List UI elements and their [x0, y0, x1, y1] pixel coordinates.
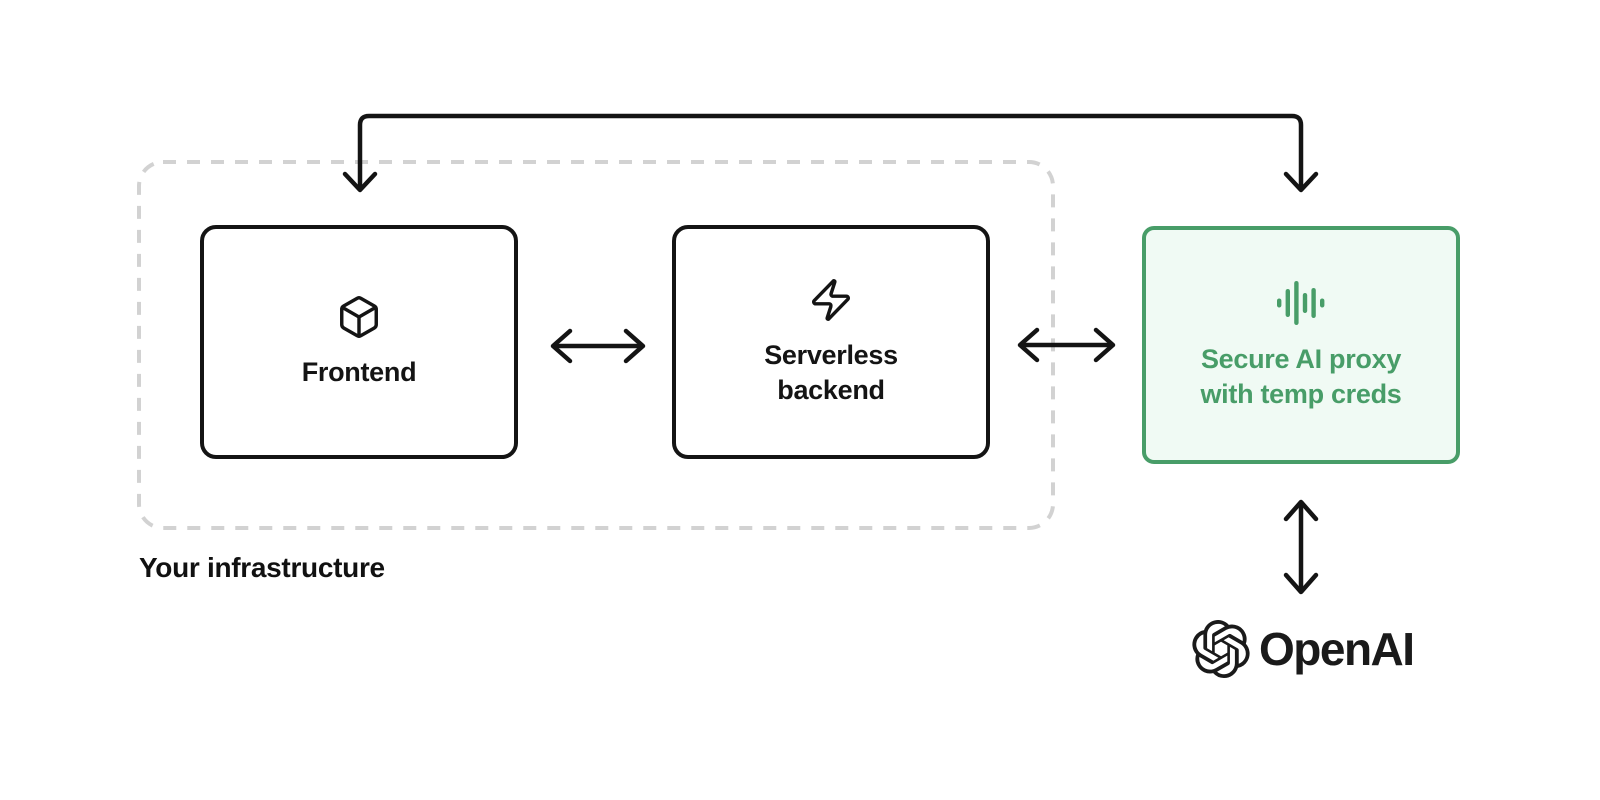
arrowhead-down-icon	[342, 171, 378, 193]
openai-logo-icon	[1192, 620, 1250, 678]
lightning-icon	[812, 279, 850, 322]
arrowhead-right-icon	[1093, 327, 1116, 363]
connector-frontend-backend	[550, 328, 646, 364]
openai-wordmark: OpenAI	[1259, 623, 1415, 675]
frontend-node: Frontend	[200, 225, 518, 459]
your-infrastructure-label: Your infrastructure	[139, 552, 385, 583]
connector-proxy-openai	[1283, 499, 1319, 595]
frontend-label: Frontend	[301, 357, 417, 388]
arrowhead-down-icon	[1283, 171, 1319, 193]
arrowhead-left-icon	[550, 328, 573, 364]
secure-ai-proxy-node: Secure AI proxy with temp creds	[1142, 226, 1460, 464]
waveform-icon	[1277, 281, 1325, 326]
openai-logo: OpenAI	[1192, 620, 1415, 678]
arrowhead-left-icon	[1017, 327, 1040, 363]
arrowhead-down-icon	[1283, 572, 1319, 595]
serverless-backend-node: Serverless backend	[672, 225, 990, 459]
arrowhead-right-icon	[623, 328, 646, 364]
cube-icon	[340, 296, 378, 339]
connector-frontend-proxy	[342, 113, 1319, 193]
secure-ai-proxy-label: Secure AI proxy with temp creds	[1200, 344, 1402, 409]
connector-backend-proxy	[1017, 327, 1116, 363]
serverless-backend-label: Serverless backend	[764, 340, 898, 405]
arrowhead-up-icon	[1283, 499, 1319, 522]
